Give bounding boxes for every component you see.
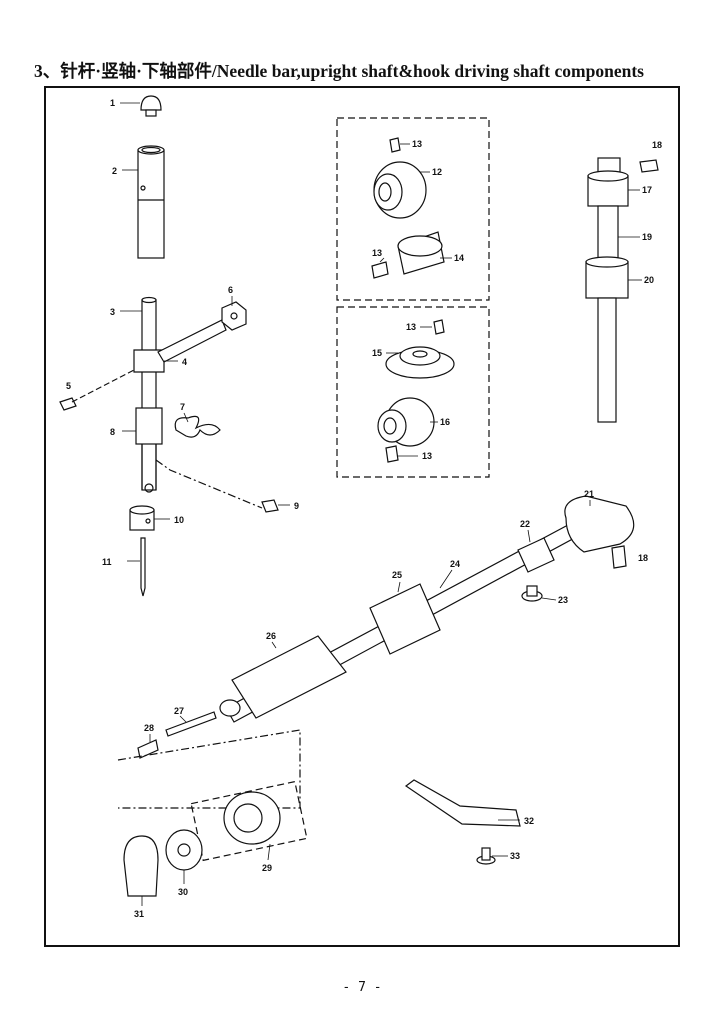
callout-18-a: 18	[652, 140, 662, 150]
callout-16: 16	[440, 417, 450, 427]
part-set-screw-18b	[611, 545, 627, 569]
part-bevel-gear-14	[397, 231, 445, 275]
callout-30: 30	[178, 887, 188, 897]
part-rotary-hook	[223, 791, 281, 845]
part-screw-9	[261, 499, 279, 513]
callout-33: 33	[510, 851, 520, 861]
callout-11: 11	[102, 557, 112, 567]
callout-25: 25	[392, 570, 402, 580]
callout-3: 3	[110, 307, 115, 317]
part-needle-clamp	[129, 505, 155, 531]
part-set-screw-13d	[385, 445, 399, 463]
part-screw-33	[476, 847, 496, 865]
part-clamp-block	[221, 301, 247, 331]
part-screw-5	[59, 369, 135, 411]
callout-21: 21	[584, 489, 594, 499]
part-plate-32	[404, 779, 521, 827]
part-pin-27	[165, 711, 217, 737]
callout-14: 14	[454, 253, 464, 263]
callout-12: 12	[432, 167, 442, 177]
callout-22: 22	[520, 519, 530, 529]
leader-line-9	[155, 459, 263, 509]
callout-28: 28	[144, 723, 154, 733]
part-set-screw-13b	[371, 261, 389, 279]
part-screw-28	[137, 739, 159, 759]
part-bobbin	[165, 829, 203, 871]
callout-7: 7	[180, 402, 185, 412]
part-bushing-25	[369, 583, 441, 655]
part-needle-bar	[133, 296, 227, 493]
callout-13-d: 13	[422, 451, 432, 461]
callout-10: 10	[174, 515, 184, 525]
group-box-lower	[336, 306, 490, 478]
callout-8: 8	[110, 427, 115, 437]
callout-17: 17	[642, 185, 652, 195]
part-needle-bar-cap	[140, 95, 162, 117]
callout-9: 9	[294, 501, 299, 511]
callout-24: 24	[450, 559, 460, 569]
part-screw-23	[521, 585, 543, 602]
leader-lines	[120, 102, 642, 906]
callout-6: 6	[228, 285, 233, 295]
hook-box	[190, 780, 308, 862]
part-set-screw-13a	[389, 137, 401, 153]
part-wire-spring	[174, 415, 221, 438]
callout-27: 27	[174, 706, 184, 716]
callout-23: 23	[558, 595, 568, 605]
part-bushing-26	[231, 635, 347, 719]
callout-2: 2	[112, 166, 117, 176]
callout-32: 32	[524, 816, 534, 826]
callout-13-a: 13	[412, 139, 422, 149]
callout-1: 1	[110, 98, 115, 108]
part-hook-driving-shaft	[219, 495, 635, 723]
part-bobbin-case	[123, 835, 159, 897]
callout-19: 19	[642, 232, 652, 242]
part-set-screw-13c	[433, 319, 445, 335]
callout-13-b: 13	[372, 248, 382, 258]
callout-13-c: 13	[406, 322, 416, 332]
page-number: - 7 -	[342, 980, 382, 995]
callout-5: 5	[66, 381, 71, 391]
leader-bracket	[117, 729, 301, 809]
callout-labels: 1 2 3 4 5 6 7 8 9 10 11 12 13 13 13 13 1…	[66, 98, 662, 919]
part-upright-shaft	[585, 157, 629, 423]
part-needle	[140, 537, 146, 597]
callout-20: 20	[644, 275, 654, 285]
callout-29: 29	[262, 863, 272, 873]
page-title: 3、针杆·竖轴·下轴部件/Needle bar,upright shaft&ho…	[34, 61, 644, 81]
callout-15: 15	[372, 348, 382, 358]
callout-4: 4	[182, 357, 187, 367]
callout-18-b: 18	[638, 553, 648, 563]
part-set-screw-18a	[639, 159, 659, 173]
diagram-frame	[44, 86, 680, 947]
part-bevel-gear-15	[385, 346, 455, 379]
callout-31: 31	[134, 909, 144, 919]
part-gear-16	[377, 397, 435, 447]
part-gear-12	[373, 161, 427, 219]
part-collar-22	[517, 537, 555, 573]
callout-26: 26	[266, 631, 276, 641]
part-sleeve-21	[564, 495, 635, 553]
group-box-upper	[336, 117, 490, 301]
part-upper-tube	[137, 145, 165, 259]
